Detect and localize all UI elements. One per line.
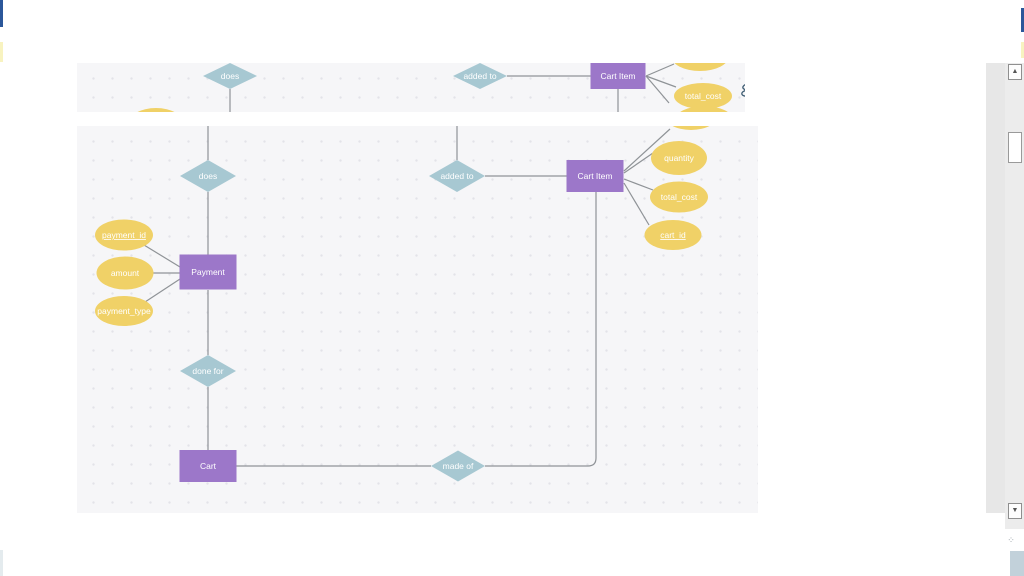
left-message-yellow-strip [0, 42, 3, 62]
connector-line [623, 152, 654, 174]
attribute-clipped-node[interactable] [671, 63, 729, 71]
entity-payment-node[interactable] [179, 254, 237, 290]
side-panel-strip [986, 63, 1005, 513]
right-window-blue-strip [1021, 8, 1024, 32]
relationship-done-for-label: done for [192, 366, 223, 376]
entity-cart-item-label: Cart Item [601, 71, 636, 81]
header-band [3, 0, 1021, 63]
relationship-added-to-node[interactable] [453, 63, 507, 89]
scroll-up-icon: ▲ [1011, 68, 1019, 75]
connector-line [623, 128, 671, 172]
right-message-yellow-strip [1021, 42, 1024, 58]
attribute-total-cost-label: total_cost [685, 91, 722, 101]
attribute-payment-type-node[interactable] [95, 296, 153, 326]
connector-line [144, 278, 181, 303]
attribute-cart-id-label: cart_id [660, 230, 686, 240]
attribute-total-cost-node[interactable] [650, 181, 708, 213]
scroll-down-button[interactable]: ▼ [1008, 503, 1022, 519]
left-bottom-strip [0, 550, 3, 576]
relationship-done-for-node[interactable] [180, 355, 236, 387]
connector-line [645, 75, 677, 88]
relationship-made-of-label: made of [443, 461, 474, 471]
attribute-payment-id-label: payment_id [102, 230, 146, 240]
er-diagram-page-1: does added to Cart Item total_cost [128, 63, 745, 112]
scrollbar-corner-icon: ⁘ [1007, 535, 1015, 545]
connector-line [645, 75, 670, 104]
entity-cart-label: Cart [200, 461, 217, 471]
scroll-up-button[interactable]: ▲ [1008, 64, 1022, 80]
attribute-clipped-node[interactable] [128, 108, 184, 112]
squiggle-mark [741, 84, 745, 97]
attribute-quantity-label: quantity [664, 153, 695, 163]
connector-line [623, 178, 654, 191]
scrollbar-thumb[interactable] [1008, 132, 1022, 163]
relationship-does-node[interactable] [203, 63, 257, 89]
attribute-total-cost-label: total_cost [661, 192, 698, 202]
relationship-added-to-label: added to [440, 171, 473, 181]
attribute-payment-type-label: payment_type [97, 306, 151, 316]
entity-cart-node[interactable] [179, 450, 237, 482]
entity-cart-item-label: Cart Item [578, 171, 613, 181]
attribute-amount-node[interactable] [96, 256, 154, 290]
entity-payment-label: Payment [191, 267, 225, 277]
scroll-down-icon: ▼ [1011, 507, 1019, 514]
connector-line [485, 192, 597, 467]
attribute-clipped-node[interactable] [663, 126, 719, 130]
attribute-payment-id-node[interactable] [95, 219, 153, 251]
attribute-cart-id-node[interactable] [644, 220, 702, 250]
entity-cart-item-node[interactable] [566, 160, 624, 192]
attribute-quantity-node[interactable] [651, 141, 707, 175]
relationship-added-to-node[interactable] [429, 160, 485, 192]
relationship-does-label: does [221, 71, 239, 81]
connector-line [623, 182, 650, 226]
connector-line [143, 244, 181, 268]
relationship-made-of-node[interactable] [431, 450, 485, 482]
left-window-blue-strip [0, 0, 3, 27]
document-page-1[interactable]: does added to Cart Item total_cost [77, 63, 745, 112]
vertical-scrollbar-track[interactable]: ▲ ▼ [1005, 63, 1024, 529]
relationship-does-label: does [199, 171, 217, 181]
relationship-does-node[interactable] [180, 160, 236, 192]
attribute-clipped-node[interactable] [675, 106, 733, 112]
entity-cart-item-node[interactable] [590, 63, 646, 89]
relationship-added-to-label: added to [463, 71, 496, 81]
attribute-total-cost-node[interactable] [674, 83, 732, 109]
connector-line [645, 63, 675, 77]
bottom-blue-strip [1010, 551, 1024, 576]
attribute-amount-label: amount [111, 268, 140, 278]
